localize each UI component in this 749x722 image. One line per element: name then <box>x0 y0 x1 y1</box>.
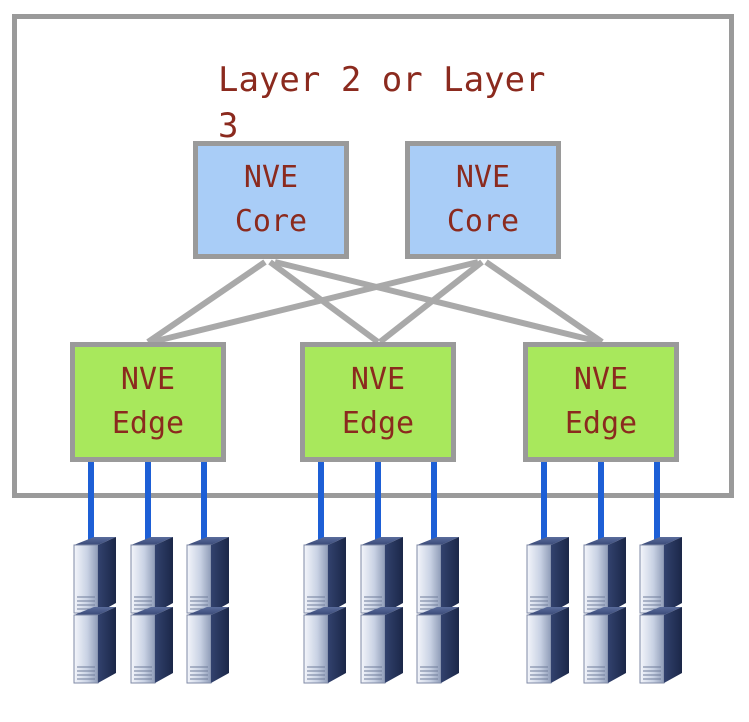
edge-server-links <box>88 462 660 545</box>
link-core2-edge3 <box>484 259 604 345</box>
edge-1-line2: Edge <box>111 406 185 441</box>
edge-1-line1: NVE <box>120 362 176 397</box>
core-1-line1: NVE <box>243 160 299 195</box>
edge-2-line2: Edge <box>341 406 415 441</box>
edge-2-line1: NVE <box>350 362 406 397</box>
nve-edge-1[interactable]: NVE Edge <box>70 342 226 462</box>
server-tower-icon[interactable] <box>526 537 569 684</box>
server-tower-icon[interactable] <box>73 537 116 684</box>
server-tower-icon[interactable] <box>639 537 682 684</box>
edge-3-line1: NVE <box>573 362 629 397</box>
core-2-line1: NVE <box>455 160 511 195</box>
nve-core-1[interactable]: NVE Core <box>193 141 349 259</box>
link-core2-edge1 <box>151 259 479 345</box>
core-2-line2: Core <box>446 204 520 239</box>
core-1-line2: Core <box>234 204 308 239</box>
nve-edge-2[interactable]: NVE Edge <box>300 342 456 462</box>
server-tower-icon[interactable] <box>186 537 229 684</box>
server-tower-icon[interactable] <box>303 537 346 684</box>
server-tower-icon[interactable] <box>583 537 626 684</box>
core-edge-links <box>146 259 604 345</box>
layer2-layer3-network-boundary <box>12 14 734 498</box>
link-core1-edge3 <box>274 259 601 345</box>
link-core1-edge1 <box>146 259 267 345</box>
server-tower-icon[interactable] <box>130 537 173 684</box>
server-tower-icon[interactable] <box>360 537 403 684</box>
edge-3-line2: Edge <box>564 406 638 441</box>
servers <box>73 537 682 684</box>
link-core2-edge2 <box>378 259 484 345</box>
nve-edge-3[interactable]: NVE Edge <box>523 342 679 462</box>
network-label: Layer 2 or Layer 3 <box>218 60 546 146</box>
nve-core-2[interactable]: NVE Core <box>405 141 561 259</box>
server-tower-icon[interactable] <box>416 537 459 684</box>
